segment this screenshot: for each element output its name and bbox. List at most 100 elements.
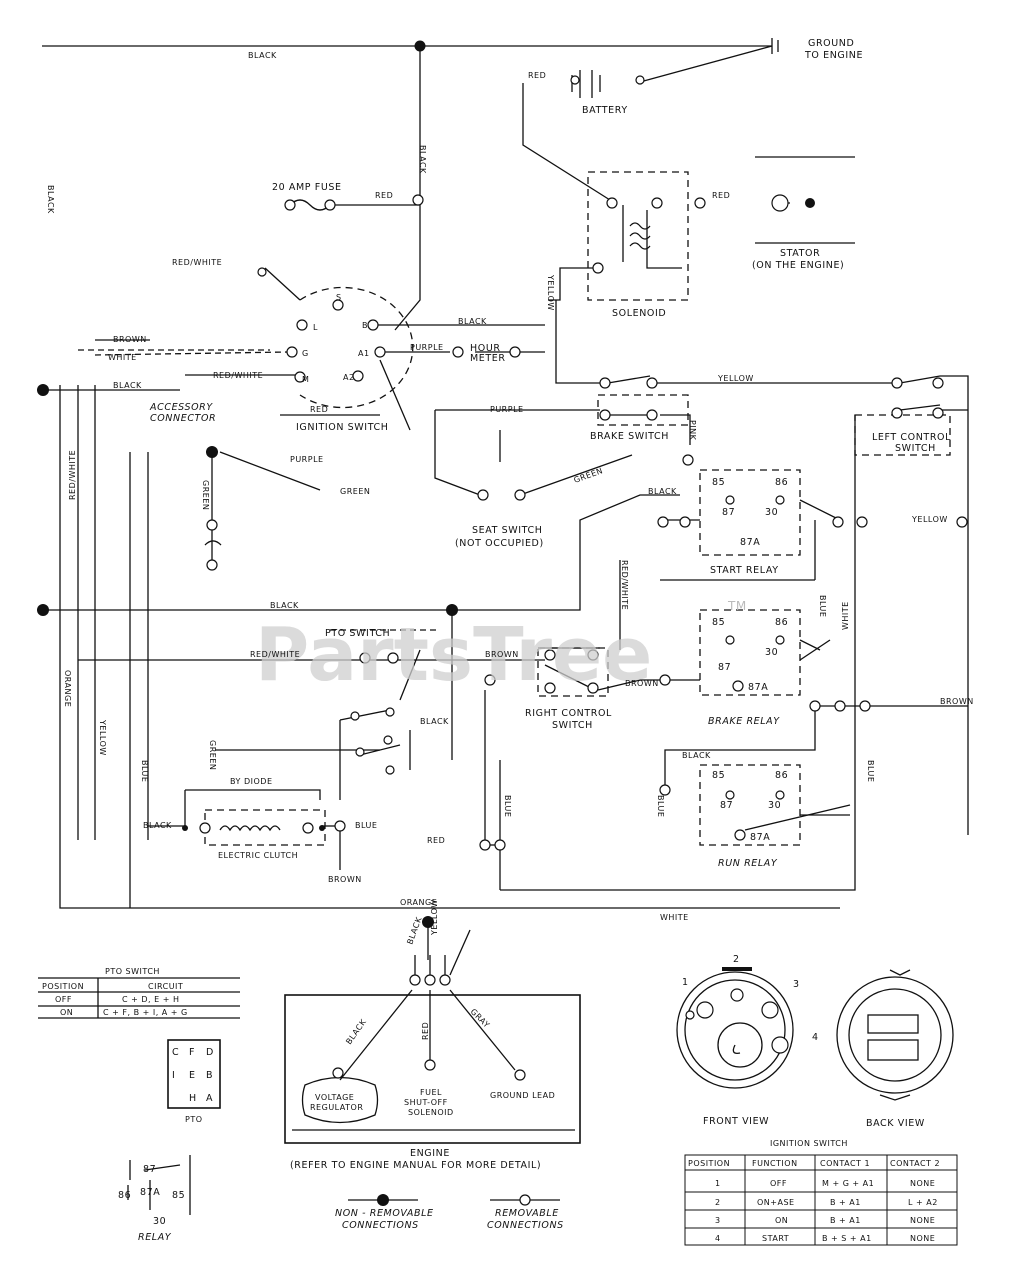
pto-grid-f: F [189, 1047, 195, 1058]
start-relay-87: 87 [722, 507, 735, 518]
wire-red-fuse: RED [375, 191, 393, 200]
wire-black-main: BLACK [270, 601, 299, 610]
label-seat-switch-1: SEAT SWITCH [472, 525, 542, 536]
label-solenoid: SOLENOID [612, 308, 666, 319]
label-hour-meter-2: METER [470, 353, 506, 364]
run-relay-86: 86 [775, 770, 788, 781]
label-fuel-3: SOLENOID [408, 1108, 454, 1117]
wire-purple-brake: PURPLE [490, 405, 524, 414]
ign-pin-m: M [302, 375, 309, 384]
symbol-relay-87: 87 [143, 1164, 156, 1175]
label-left-control-1: LEFT CONTROL [872, 432, 951, 443]
wire-yellow-bus: YELLOW [98, 719, 107, 756]
label-seat-switch-2: (NOT OCCUPIED) [455, 538, 544, 549]
watermark-brand: PartsTree [255, 612, 652, 698]
ign-pin-a1: A1 [358, 349, 370, 358]
label-fuel-1: FUEL [420, 1088, 442, 1097]
wire-blue-right: BLUE [818, 595, 827, 617]
run-relay-87: 87 [720, 800, 733, 811]
label-fuel-2: SHUT-OFF [404, 1098, 448, 1107]
wire-black-left: BLACK [46, 185, 55, 214]
wire-brown-relay: BROWN [625, 679, 659, 688]
wire-blue-clutch: BLUE [355, 821, 377, 830]
front-pos-1: 1 [682, 977, 689, 988]
front-pos-4: 4 [812, 1032, 819, 1043]
wire-yellow-engine: YELLOW [430, 899, 439, 936]
label-engine-2: (REFER TO ENGINE MANUAL FOR MORE DETAIL) [290, 1160, 541, 1171]
label-run-relay: RUN RELAY [718, 858, 778, 869]
label-engine-1: ENGINE [410, 1148, 450, 1159]
wire-green-seat: GREEN [340, 487, 370, 496]
wire-black-reg: BLACK [344, 1017, 368, 1046]
wire-blue-run: BLUE [656, 795, 665, 817]
wire-black-pto: BLACK [420, 717, 449, 726]
wire-red-ign: RED [310, 405, 328, 414]
label-electric-clutch: ELECTRIC CLUTCH [218, 851, 298, 860]
wire-white-right: WHITE [841, 601, 850, 630]
pto-table-row2-pos: ON [60, 1008, 73, 1017]
wire-green-relay: GREEN [573, 466, 605, 485]
ign-table-r2-pos: 2 [715, 1198, 721, 1207]
brake-relay-85: 85 [712, 617, 725, 628]
wire-yellow-right: YELLOW [911, 515, 948, 524]
wire-orange-bottom: ORANGE [400, 898, 437, 907]
label-regulator-1: VOLTAGE [315, 1093, 354, 1102]
label-stator-2: (ON THE ENGINE) [752, 260, 844, 271]
ign-table-r1-c1: M + G + A1 [822, 1179, 874, 1188]
ign-table-r3-c2: NONE [910, 1216, 935, 1225]
pto-grid-a: A [206, 1093, 213, 1104]
wire-blue-far: BLUE [866, 760, 875, 782]
ign-table-r4-func: START [762, 1234, 789, 1243]
label-front-view: FRONT VIEW [703, 1116, 769, 1127]
symbol-relay-30: 30 [153, 1216, 166, 1227]
wire-black-run: BLACK [682, 751, 711, 760]
label-battery: BATTERY [582, 105, 628, 116]
ign-table-title: IGNITION SWITCH [770, 1139, 848, 1148]
wire-red-white-acc: RED/WHITE [213, 371, 263, 380]
label-regulator-2: REGULATOR [310, 1103, 363, 1112]
wire-purple-ign: PURPLE [410, 343, 444, 352]
wire-blue-lower: BLUE [503, 795, 512, 817]
wire-black-vert: BLACK [418, 145, 427, 174]
wire-black-engine: BLACK [405, 915, 423, 945]
front-pos-3: 3 [793, 979, 800, 990]
ign-pin-g: G [302, 349, 309, 358]
wire-orange-bus: ORANGE [63, 670, 72, 707]
wire-brown-rc: BROWN [485, 650, 519, 659]
wire-green-pto: GREEN [208, 740, 217, 770]
wire-black-acc: BLACK [113, 381, 142, 390]
pto-table-title: PTO SWITCH [105, 967, 160, 976]
wire-brown-clutch: BROWN [328, 875, 362, 884]
front-pos-2: 2 [733, 954, 740, 965]
label-hour-meter-1: HOUR [470, 343, 501, 354]
wire-black-relay: BLACK [648, 487, 677, 496]
wire-green-fuse: GREEN [201, 480, 210, 510]
ign-table-r1-c2: NONE [910, 1179, 935, 1188]
symbol-relay-86: 86 [118, 1190, 131, 1201]
ign-table-r4-c1: B + S + A1 [822, 1234, 872, 1243]
pto-grid-c: C [172, 1047, 179, 1058]
ign-table-r1-pos: 1 [715, 1179, 721, 1188]
label-back-view: BACK VIEW [866, 1118, 925, 1129]
label-ground-2: TO ENGINE [804, 50, 863, 61]
label-accessory-2: CONNECTOR [150, 413, 216, 424]
label-fuse20: 20 AMP FUSE [272, 182, 342, 193]
label-brake-relay: BRAKE RELAY [708, 716, 780, 727]
ign-pin-l: L [313, 323, 318, 332]
label-legend-removable-2: CONNECTIONS [487, 1220, 564, 1231]
pto-grid-h: H [189, 1093, 197, 1104]
wire-black-clutch: BLACK [143, 821, 172, 830]
pto-grid-d: D [206, 1047, 214, 1058]
label-left-control-2: SWITCH [895, 443, 936, 454]
wire-network [38, 38, 969, 1246]
wire-black-top: BLACK [248, 51, 277, 60]
label-right-control-1: RIGHT CONTROL [525, 708, 612, 719]
run-relay-87a: 87A [750, 832, 770, 843]
brake-relay-86: 86 [775, 617, 788, 628]
ign-table-r2-c1: B + A1 [830, 1198, 861, 1207]
run-relay-30: 30 [768, 800, 781, 811]
brake-relay-30: 30 [765, 647, 778, 658]
ign-table-h4: CONTACT 2 [890, 1159, 940, 1168]
pto-table-header-position: POSITION [42, 982, 84, 991]
